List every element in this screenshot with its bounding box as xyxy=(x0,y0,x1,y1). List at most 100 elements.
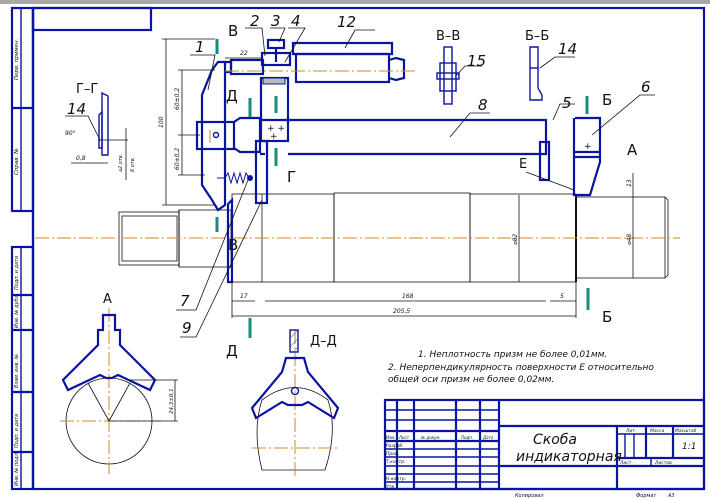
dd-prism xyxy=(250,356,340,420)
tb-header: № докум. xyxy=(420,435,441,440)
cut-letter: Д xyxy=(226,342,238,360)
shaft xyxy=(35,192,680,283)
tb-label: Листов xyxy=(654,460,672,466)
bar-8 xyxy=(288,118,548,156)
prism-right xyxy=(572,116,602,197)
cut-marks: В В Д Д Г Б Б А Е xyxy=(215,22,638,360)
drawing-frame: Перв. примен. Справ. № Подп. и дата Инв.… xyxy=(10,6,706,491)
view-a-prism xyxy=(61,313,157,392)
part-number: 8 xyxy=(478,96,488,114)
cut-letter: Б xyxy=(602,91,612,109)
cut-letter: Г xyxy=(287,168,296,186)
drawing-title: Скоба xyxy=(533,432,577,448)
tb-label: Масса xyxy=(650,428,665,434)
tb-label: Копировал xyxy=(515,493,544,499)
dim-label: 60±0,2 xyxy=(174,88,181,110)
view-title: Д–Д xyxy=(310,334,337,349)
dim-label: 205,5 xyxy=(393,308,410,315)
dim-label: 100 xyxy=(158,116,165,128)
note-line: 1. Неплотность призм не более 0,01мм. xyxy=(418,350,607,360)
clamp-assembly: + + + + xyxy=(195,38,602,284)
dim-label: 24,3±0,1 xyxy=(169,388,175,414)
cut-letter: Д xyxy=(226,87,238,105)
view-a: А 24,3±0,1 xyxy=(60,292,178,474)
section-bb: Б–Б xyxy=(525,29,549,101)
part-number: 4 xyxy=(291,12,301,30)
note-line: общей оси призм не более 0,02мм. xyxy=(388,375,554,385)
cut-letter: В xyxy=(228,236,238,254)
svg-text:+ +: + + xyxy=(267,124,285,134)
view-title: В–В xyxy=(436,29,460,44)
dim-label: ⌀48 xyxy=(626,234,633,245)
cut-letter: Б xyxy=(602,308,612,326)
dim-label: 60±0,2 xyxy=(174,148,181,170)
dimensions: 100 60±0,2 60±0,2 22 17 168 5 205,5 ⌀82 … xyxy=(158,38,634,318)
title-block: Изм. Лист № докум. Подп. Дата Разраб. Пр… xyxy=(383,398,706,499)
indicator-body xyxy=(291,41,394,56)
spring-7 xyxy=(217,171,253,185)
svg-text:+: + xyxy=(584,142,592,152)
part-number: 2 xyxy=(250,12,260,30)
tb-header: Дата xyxy=(482,435,494,440)
format-value: А3 xyxy=(667,493,675,499)
part-number: 6 xyxy=(641,78,651,96)
outer-frame xyxy=(31,6,706,491)
side-label: Взам. инв. № xyxy=(14,354,20,388)
side-label: Инв. № подл. xyxy=(14,452,20,487)
tb-row-label: Утв. xyxy=(386,484,395,490)
view-title: Г–Г xyxy=(76,82,98,97)
dim-label: 168 xyxy=(402,293,414,300)
view-title: Б–Б xyxy=(525,29,549,44)
dim-label: 90° xyxy=(65,130,76,137)
tb-label: Масштаб xyxy=(675,428,697,434)
svg-text:+: + xyxy=(270,132,278,142)
dim-label: ⌀2 отв. xyxy=(118,154,124,172)
side-label: Справ. № xyxy=(14,148,20,175)
tb-header: Лист xyxy=(398,435,410,440)
drawing-title: индикаторная xyxy=(516,449,622,465)
side-label: Перв. примен. xyxy=(14,38,20,80)
part-number: 3 xyxy=(271,12,281,30)
side-strip-bottom xyxy=(10,245,35,491)
tb-row-label: Т.контр. xyxy=(386,459,406,465)
tb-row-label: Н.контр. xyxy=(386,476,406,482)
arm-9 xyxy=(254,139,269,205)
note-line: 2. Неперпендикулярность поверхности Е от… xyxy=(388,363,654,373)
view-title: А xyxy=(103,292,112,307)
cut-letter: В xyxy=(228,22,238,40)
tb-label: Лит. xyxy=(625,428,636,434)
part-number: 9 xyxy=(182,319,192,337)
tb-row-label: Пров. xyxy=(386,451,399,457)
side-label: Инв. № дубл. xyxy=(14,294,20,328)
dim-label: ⌀82 xyxy=(512,234,519,245)
tb-label: Формат xyxy=(636,493,657,499)
dim-label: 13 xyxy=(626,179,633,187)
dim-label: 0,8 xyxy=(76,155,86,162)
dim-label: 6 отв. xyxy=(130,157,136,172)
cut-letter: А xyxy=(627,141,638,159)
tb-row-label: Разраб. xyxy=(386,443,404,449)
part-number: 14 xyxy=(558,40,577,58)
part-callouts: 1 2 3 4 5 6 7 8 9 12 14 14 15 xyxy=(65,12,655,338)
part-number: 5 xyxy=(562,94,572,112)
part-number: 14 xyxy=(67,100,86,118)
tb-label: Лист xyxy=(619,460,632,466)
side-label: Подп. и дата xyxy=(14,256,20,290)
part-number: 1 xyxy=(195,38,205,56)
part-number: 7 xyxy=(180,292,190,310)
dim-label: 5 xyxy=(560,293,564,300)
surface-letter: Е xyxy=(519,157,527,172)
window-top-edge xyxy=(0,0,710,4)
part-number: 15 xyxy=(467,52,486,70)
section-gg: Г–Г 90° 0,8 ⌀2 отв. 6 отв. xyxy=(65,82,136,180)
part-number: 12 xyxy=(337,13,356,31)
section-dd: Д–Д xyxy=(250,329,340,478)
pin-5 xyxy=(538,140,551,182)
technical-notes: 1. Неплотность призм не более 0,01мм. 2.… xyxy=(388,350,654,385)
tb-header: Подп. xyxy=(461,435,473,440)
dim-label: 22 xyxy=(240,50,248,57)
tb-header: Изм. xyxy=(386,435,395,440)
side-label: Подп. и дата xyxy=(14,414,20,448)
scale-value: 1:1 xyxy=(682,442,696,452)
